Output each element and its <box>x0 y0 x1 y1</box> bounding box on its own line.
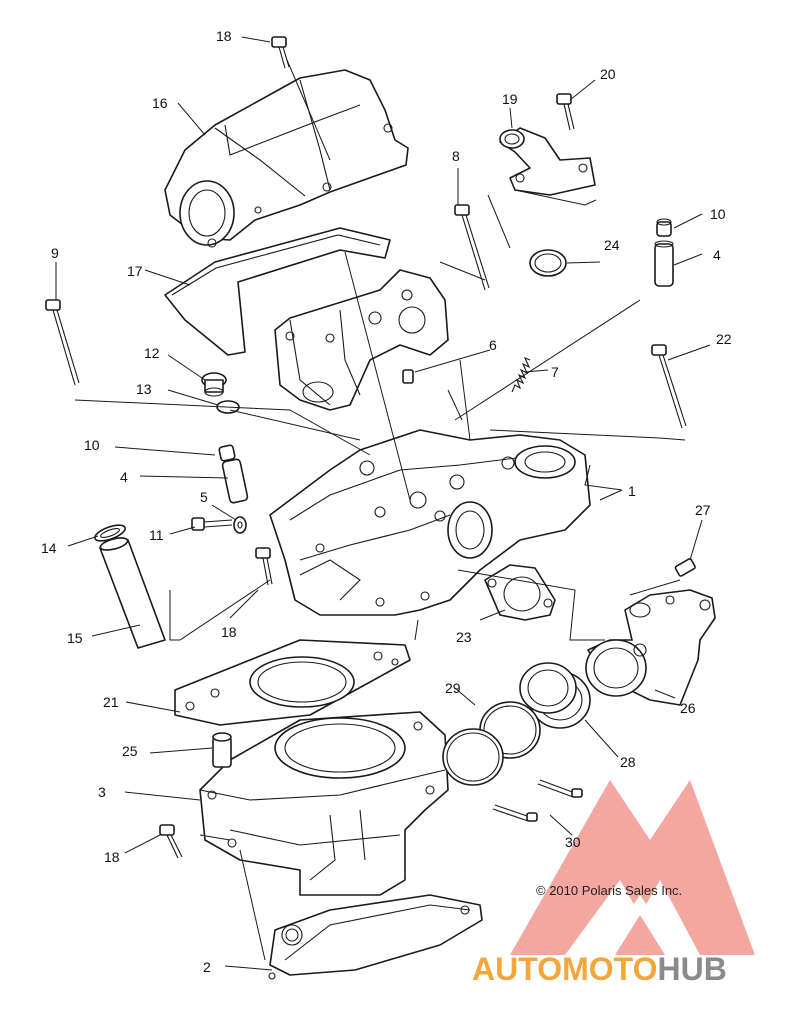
intake-boot <box>585 589 716 706</box>
callout-2: 2 <box>203 959 211 975</box>
o-ring-24 <box>529 249 567 277</box>
head-gasket <box>174 639 411 726</box>
guide-cap-left <box>218 444 236 462</box>
callout-21: 21 <box>103 694 119 710</box>
callout-7: 7 <box>551 364 559 380</box>
thermostat-housing <box>499 127 596 196</box>
callout-22: 22 <box>716 331 732 347</box>
callout-24: 24 <box>604 237 620 253</box>
callout-25: 25 <box>122 743 138 759</box>
callout-29: 29 <box>445 680 461 696</box>
base-gasket <box>268 894 483 980</box>
pin-6 <box>402 369 414 384</box>
callout-3: 3 <box>98 784 106 800</box>
callout-4-left: 4 <box>120 469 128 485</box>
bolt-11 <box>191 517 233 531</box>
bolt-9 <box>45 299 80 386</box>
clamp-29-b <box>442 728 504 786</box>
callout-27: 27 <box>695 502 711 518</box>
dowel-pin <box>212 732 232 768</box>
clamp-bolts-30 <box>492 779 583 822</box>
valve-cover-gasket <box>164 227 391 356</box>
valve-cover <box>164 69 409 248</box>
callout-18-top: 18 <box>216 28 232 44</box>
watermark-auto: AUTO <box>472 951 562 987</box>
callout-5: 5 <box>200 489 208 505</box>
assembly-lines <box>74 59 686 961</box>
callout-14: 14 <box>41 540 57 556</box>
bolt-22 <box>651 344 687 429</box>
callout-19: 19 <box>502 91 518 107</box>
watermark-moto: MOTO <box>562 951 657 987</box>
callout-28: 28 <box>620 754 636 770</box>
cylinder-block <box>199 711 449 896</box>
gasket-23 <box>484 564 556 621</box>
callout-23: 23 <box>456 629 472 645</box>
watermark-text: AUTOMOTOHUB <box>472 951 727 987</box>
callout-15: 15 <box>67 630 83 646</box>
cylinder-head <box>269 429 591 616</box>
spring-7 <box>511 356 531 393</box>
valve-guide-left <box>221 458 249 504</box>
callout-9: 9 <box>51 245 59 261</box>
callout-18-mid: 18 <box>221 624 237 640</box>
bolt-27 <box>674 558 696 577</box>
callout-26: 26 <box>680 700 696 716</box>
tensioner-tube <box>99 537 166 649</box>
callout-12: 12 <box>144 345 160 361</box>
callout-16: 16 <box>152 95 168 111</box>
callout-10-right: 10 <box>710 206 726 222</box>
copyright-notice: © 2010 Polaris Sales Inc. <box>536 883 682 898</box>
callout-6: 6 <box>489 337 497 353</box>
callout-18-bottom: 18 <box>104 849 120 865</box>
watermark-logo <box>510 780 755 955</box>
tube-seal <box>94 524 126 542</box>
guide-cap-right <box>656 218 672 237</box>
adapter-ring-28 <box>519 662 591 729</box>
bolt-18-mid <box>255 547 273 586</box>
callout-30: 30 <box>565 834 581 850</box>
callout-13: 13 <box>136 381 152 397</box>
callout-8: 8 <box>452 148 460 164</box>
callout-11: 11 <box>149 527 164 543</box>
valve-guide-right <box>654 240 674 287</box>
leader-lines <box>55 36 711 971</box>
camshaft-carrier <box>274 269 449 411</box>
callout-17: 17 <box>127 263 143 279</box>
bolt-8 <box>454 204 490 291</box>
callout-20: 20 <box>600 66 616 82</box>
callout-4-right: 4 <box>713 247 721 263</box>
callout-1: 1 <box>628 483 636 499</box>
callout-10-left: 10 <box>84 437 100 453</box>
washer-5 <box>233 516 247 534</box>
plug-12 <box>201 372 227 397</box>
bolt-18-bottom <box>159 824 183 859</box>
watermark-hub: HUB <box>657 951 726 987</box>
bolt-18-top <box>271 36 290 69</box>
